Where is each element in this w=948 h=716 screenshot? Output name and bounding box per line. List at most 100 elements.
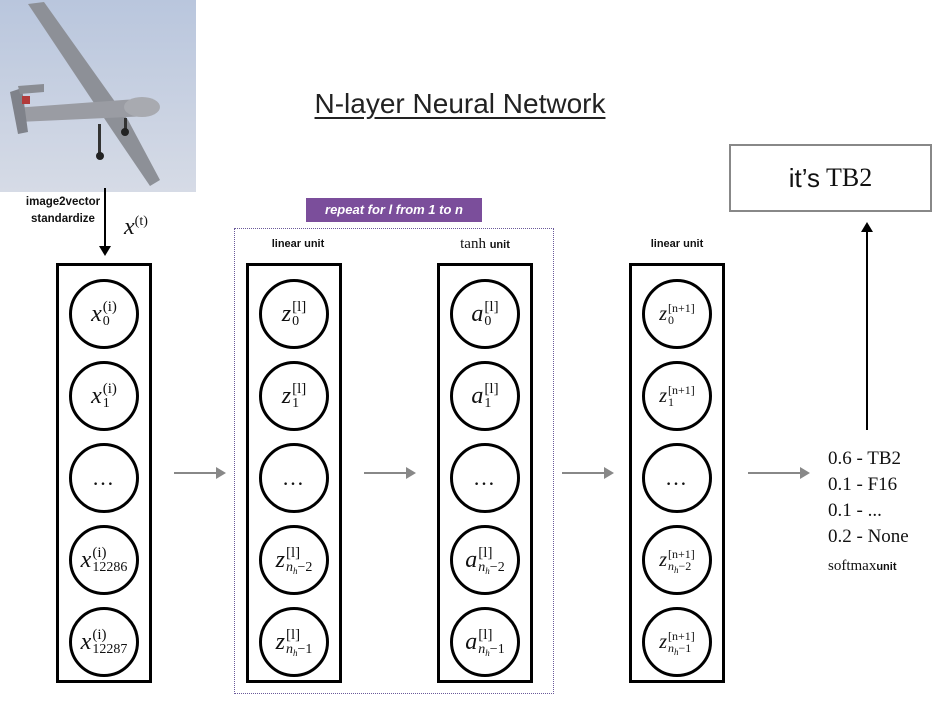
- neuron-superscript: [l]: [292, 380, 307, 397]
- arrow-input-to-linear: [174, 467, 226, 479]
- neuron-symbol: x: [91, 382, 102, 409]
- neuron-indices: (i)12286: [92, 544, 127, 575]
- neuron-superscript: [l]: [484, 298, 499, 315]
- neuron-symbol: a: [465, 628, 478, 655]
- linear-layer-box: [246, 263, 342, 683]
- prediction-prefix: it’s: [788, 162, 821, 193]
- prediction-box: it’s TB2: [729, 144, 932, 212]
- repeat-frame: [234, 228, 554, 694]
- neuron-symbol: a: [465, 546, 478, 573]
- neuron-indices: [n+1]1: [668, 384, 695, 408]
- neuron-subscript: nh−2: [478, 559, 505, 576]
- tanh-layer-node: a[l]nh−1: [450, 607, 520, 677]
- neuron-symbol: z: [659, 548, 668, 571]
- neuron-indices: [n+1]0: [668, 302, 695, 326]
- tanh-layer-node: a[l]nh−2: [450, 525, 520, 595]
- neuron-indices: (i)0: [102, 298, 117, 329]
- neuron-superscript: (i): [102, 380, 117, 397]
- neuron-subscript: nh−1: [285, 641, 313, 658]
- neuron-indices: [n+1]nh−2: [668, 547, 695, 575]
- prediction-label: TB2: [826, 163, 873, 192]
- neuron-indices: [n+1]nh−1: [668, 629, 695, 657]
- tanh-layer-node: a[l]1: [450, 361, 520, 431]
- linear-layer-node: z[l]1: [259, 361, 329, 431]
- ellipsis: …: [92, 465, 116, 490]
- linear-layer-node: z[l]nh−2: [259, 525, 329, 595]
- neuron-symbol: z: [659, 384, 668, 407]
- drone-image: [0, 0, 196, 192]
- neuron-subscript: 0: [484, 313, 492, 329]
- neuron-symbol: a: [471, 300, 484, 327]
- input-layer-node: …: [69, 443, 139, 513]
- probability-item: 0.1 - ...: [828, 500, 882, 521]
- neuron-subscript: 0: [668, 313, 675, 327]
- preprocess-label: image2vector standardize: [8, 194, 118, 228]
- input-symbol: x(t): [124, 214, 148, 240]
- output-linear-layer-node: z[n+1]1: [642, 361, 712, 431]
- neuron-subscript: 1: [484, 395, 492, 411]
- preprocess-line-2: standardize: [31, 213, 95, 225]
- output-linear-layer-box: [629, 263, 725, 683]
- neuron-symbol: a: [471, 382, 484, 409]
- arrow-output-to-softmax: [748, 467, 810, 479]
- neuron-subscript: 12287: [92, 641, 128, 657]
- neuron-superscript: [l]: [484, 380, 499, 397]
- neuron-indices: [l]1: [292, 380, 307, 411]
- neuron-superscript: (i): [92, 626, 107, 643]
- neuron-superscript: [n+1]: [668, 629, 695, 643]
- neuron-symbol: z: [281, 300, 292, 327]
- output-linear-layer-node: …: [642, 443, 712, 513]
- neuron-indices: [l]nh−1: [285, 626, 313, 658]
- neuron-superscript: [n+1]: [668, 547, 695, 561]
- output-up-arrow: [861, 222, 873, 430]
- preprocess-line-1: image2vector: [25, 196, 101, 208]
- neuron-indices: [l]nh−1: [478, 627, 504, 657]
- ellipsis: …: [282, 465, 306, 490]
- neuron-symbol: z: [275, 546, 285, 573]
- input-layer-box: [56, 263, 152, 683]
- neuron-superscript: [l]: [292, 298, 307, 315]
- neuron-symbol: x: [91, 300, 102, 327]
- output-linear-layer-node: z[n+1]nh−2: [642, 525, 712, 595]
- neuron-symbol: x: [80, 628, 92, 655]
- neuron-symbol: z: [275, 628, 285, 655]
- neuron-superscript: (i): [92, 544, 107, 561]
- neuron-indices: [l]nh−2: [286, 545, 312, 575]
- arrow-linear-to-tanh: [364, 467, 416, 479]
- probability-item: 0.2 - None: [828, 526, 909, 547]
- linear-layer-node: …: [259, 443, 329, 513]
- input-layer-node: x(i)12286: [69, 525, 139, 595]
- probability-list: 0.6 - TB2 0.1 - F16 0.1 - ... 0.2 - None: [828, 446, 909, 550]
- neuron-subscript: 1: [668, 395, 675, 409]
- neuron-superscript: [l]: [285, 626, 301, 643]
- probability-item: 0.6 - TB2: [828, 448, 902, 469]
- neuron-symbol: x: [80, 546, 92, 573]
- linear-layer-node: z[l]nh−1: [259, 607, 329, 677]
- output-linear-unit-label: linear unit: [650, 238, 704, 250]
- neuron-symbol: z: [659, 630, 668, 653]
- neuron-subscript: 1: [292, 395, 300, 411]
- linear-layer-node: z[l]0: [259, 279, 329, 349]
- tanh-layer-node: a[l]0: [450, 279, 520, 349]
- repeat-label: repeat for l from 1 to n: [306, 198, 482, 222]
- neuron-subscript: nh−1: [668, 641, 692, 657]
- neuron-superscript: [l]: [478, 544, 493, 561]
- neuron-subscript: 0: [102, 313, 110, 329]
- neuron-indices: (i)12287: [92, 626, 128, 657]
- tanh-layer-node: …: [450, 443, 520, 513]
- neuron-indices: [l]0: [484, 298, 499, 329]
- input-layer-node: x(i)12287: [69, 607, 139, 677]
- neuron-indices: [l]1: [484, 380, 499, 411]
- arrow-tanh-to-output: [562, 467, 614, 479]
- ellipsis: …: [473, 465, 497, 490]
- output-linear-layer-node: z[n+1]nh−1: [642, 607, 712, 677]
- probability-item: 0.1 - F16: [828, 474, 898, 495]
- softmax-unit-label: softmaxunit: [828, 558, 897, 574]
- neuron-subscript: 0: [292, 313, 300, 329]
- tanh-layer-box: [437, 263, 533, 683]
- neuron-subscript: nh−2: [668, 559, 692, 575]
- neuron-superscript: (i): [102, 298, 117, 315]
- neuron-indices: [l]0: [292, 298, 307, 329]
- input-down-arrow: [99, 188, 111, 256]
- output-linear-layer-node: z[n+1]0: [642, 279, 712, 349]
